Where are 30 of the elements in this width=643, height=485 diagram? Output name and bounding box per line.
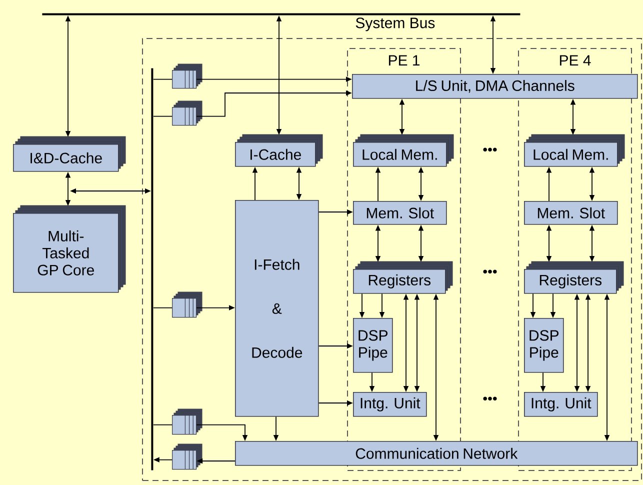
connector-line — [152, 307, 172, 308]
bus-label: System Bus — [356, 18, 435, 32]
buffer-icon — [172, 100, 202, 126]
block-box: Mem. Slot — [524, 201, 618, 225]
block-box: Communication Network — [235, 441, 638, 466]
stacked-box: Multi-Tasked GP Core — [13, 205, 126, 293]
connector-line — [152, 78, 172, 80]
ellipsis-dots: ••• — [483, 396, 497, 401]
stacked-box: I-Cache — [235, 134, 323, 167]
block-box: I-Fetch & Decode — [235, 200, 319, 417]
buffer-icon — [172, 408, 202, 435]
buffer-icon — [172, 292, 202, 318]
stacked-box: Local Mem. — [524, 134, 625, 167]
block-box: Intg. Unit — [524, 392, 598, 417]
stacked-box: Registers — [353, 261, 453, 294]
connector-line — [152, 424, 172, 426]
stacked-box: Local Mem. — [353, 134, 454, 167]
block-box: Intg. Unit — [353, 392, 427, 417]
stacked-box: Registers — [524, 261, 624, 294]
connector-line — [152, 116, 172, 117]
block-box: DSP Pipe — [524, 318, 564, 373]
buffer-icon — [172, 64, 202, 89]
stacked-box: I&D-Cache — [13, 136, 126, 172]
block-box: L/S Unit, DMA Channels — [352, 74, 638, 99]
block-box: Mem. Slot — [353, 201, 447, 225]
ellipsis-dots: ••• — [483, 270, 497, 274]
dashed-group-box — [142, 38, 642, 481]
block-box: DSP Pipe — [353, 318, 393, 373]
buffer-icon — [172, 444, 202, 470]
ellipsis-dots: ••• — [483, 148, 497, 152]
